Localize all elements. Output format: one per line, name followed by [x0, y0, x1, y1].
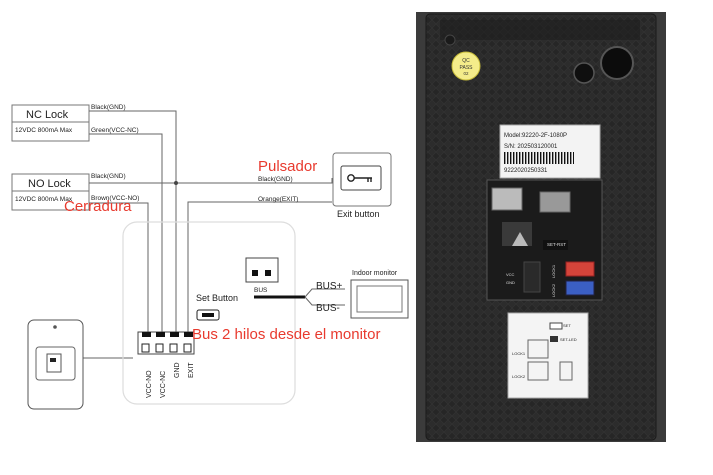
- key-icon: [347, 174, 372, 182]
- board-label-vcc: VCC: [506, 272, 515, 277]
- nc-lock-spec: 12VDC 800mA Max: [15, 127, 73, 134]
- no-lock-wire-vcc: Brown(VCC-NO): [91, 195, 139, 202]
- wires: [82, 110, 333, 359]
- terminal-exit: EXIT: [188, 362, 195, 378]
- terminal-vcc-nc: VCC-NC: [160, 371, 167, 398]
- circuit-board: SET-RST LOCK1 LOCK2 VCC GND: [486, 179, 603, 301]
- model-text: Model:92220-2F-1080P: [504, 133, 567, 139]
- board-label-lock2: LOCK2: [551, 283, 556, 297]
- sticker-set: SET: [563, 323, 571, 328]
- bus-minus-label: BUS-: [316, 303, 340, 314]
- cerradura-annotation: Cerradura: [64, 198, 132, 215]
- speaker: [600, 46, 634, 80]
- nc-lock-title: NC Lock: [26, 109, 69, 121]
- bus-plus-label: BUS+: [316, 281, 343, 292]
- pulsador-annotation: Pulsador: [258, 158, 317, 175]
- indoor-monitor-label: Indoor monitor: [352, 270, 398, 277]
- bus-annotation: Bus 2 hilos desde el monitor: [192, 326, 380, 343]
- board-label-gnd: GND: [506, 280, 515, 285]
- terminal-gnd: GND: [174, 362, 181, 378]
- bus-connector: BUS BUS+ BUS-: [245, 257, 345, 314]
- camera-lens: [573, 62, 595, 84]
- no-lock-title: NO Lock: [28, 178, 71, 190]
- no-lock: NO Lock 12VDC 800mA Max Black(GND) Brown…: [11, 173, 139, 211]
- outdoor-panel-icon: [27, 319, 84, 410]
- controller-outline: [122, 221, 296, 405]
- nc-lock-wire-vcc: Green(VCC-NC): [91, 127, 139, 134]
- qc-text-3: 02: [463, 71, 469, 76]
- board-label-setrst: SET-RST: [547, 242, 566, 247]
- terminal-vcc-no: VCC-NO: [146, 370, 153, 398]
- wire-junction: [174, 181, 178, 185]
- exit-wire-gnd: Black(GND): [258, 176, 293, 183]
- exit-button-label: Exit button: [337, 209, 380, 219]
- sn-text: S/N: 202503120001: [504, 144, 558, 150]
- sticker-lock2: LOCK2: [512, 374, 526, 379]
- nc-lock: NC Lock 12VDC 800mA Max Black(GND) Green…: [11, 104, 139, 142]
- barcode-number: 9222020250331: [504, 168, 548, 174]
- no-lock-spec: 12VDC 800mA Max: [15, 196, 73, 203]
- instruction-sticker: SET SET-LED LOCK1 LOCK2: [507, 312, 589, 399]
- exit-button: Black(GND) Orange(EXIT) Exit button: [258, 152, 392, 219]
- bus-label: BUS: [254, 287, 268, 294]
- sticker-setled: SET-LED: [560, 337, 577, 342]
- barcode: [504, 152, 574, 164]
- sticker-lock1: LOCK1: [512, 351, 526, 356]
- nc-lock-wire-gnd: Black(GND): [91, 104, 126, 111]
- no-lock-wire-gnd: Black(GND): [91, 173, 126, 180]
- indoor-monitor: Indoor monitor: [350, 270, 409, 319]
- qc-sticker: QC PASS 02: [451, 51, 481, 81]
- model-label: Model:92220-2F-1080P S/N: 202503120001 9…: [499, 124, 601, 179]
- board-label-lock1: LOCK1: [551, 264, 556, 278]
- terminal-block: VCC-NO VCC-NC GND EXIT: [137, 331, 195, 398]
- set-button: Set Button: [196, 293, 238, 321]
- qc-text-1: QC: [462, 58, 470, 64]
- device-photo: QC PASS 02 Model:92220-2F-1080P S/N: 202…: [416, 12, 666, 442]
- exit-wire-exit: Orange(EXIT): [258, 196, 298, 203]
- qc-text-2: PASS: [460, 65, 474, 71]
- set-button-label: Set Button: [196, 293, 238, 303]
